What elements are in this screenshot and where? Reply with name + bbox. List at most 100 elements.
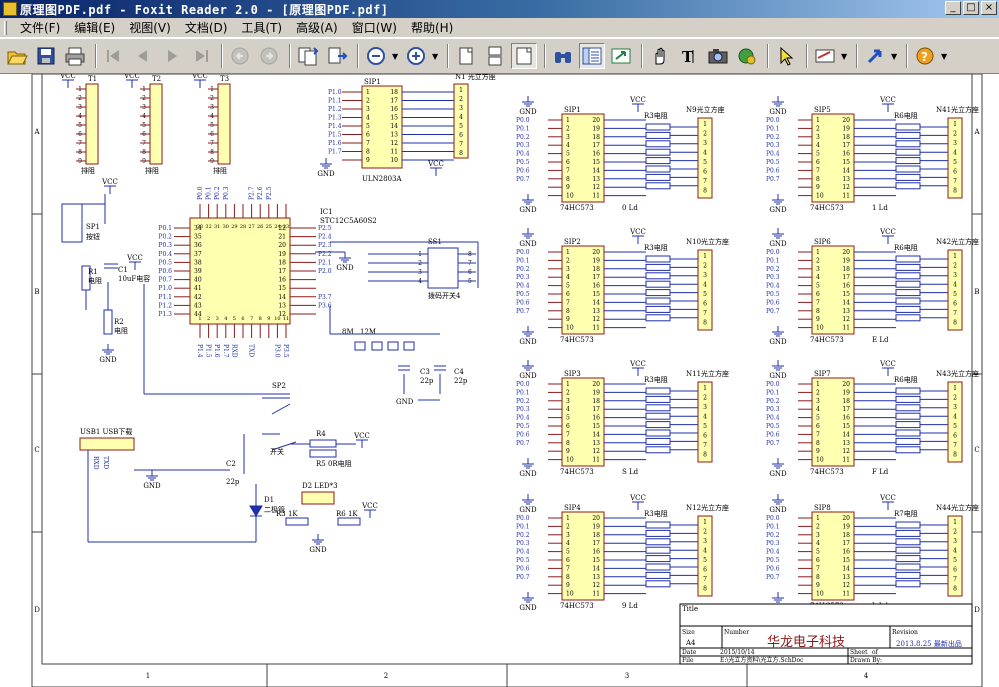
link-tool-dropdown-icon[interactable]: ▼	[891, 51, 898, 61]
net-label: P1.6	[213, 344, 220, 358]
resistor	[645, 140, 671, 148]
pin-number: 2	[816, 389, 820, 396]
back-icon[interactable]	[227, 43, 253, 69]
menu-edit[interactable]: 编辑(E)	[74, 21, 116, 35]
pin-number: 20	[278, 242, 286, 249]
window-controls: _ □ ×	[945, 1, 997, 15]
r4-name: R4	[316, 430, 326, 438]
pin-number: 13	[390, 132, 398, 139]
zoom-in-dropdown-icon[interactable]: ▼	[432, 51, 439, 61]
pin-number: 40	[194, 277, 202, 284]
sip-body	[561, 377, 605, 467]
pin-number: 6	[953, 433, 957, 440]
image-tool-icon[interactable]	[734, 43, 760, 69]
pin-number: 17	[390, 98, 398, 105]
menu-advanced[interactable]: 高级(A)	[296, 21, 338, 35]
pin-number: 8	[816, 176, 820, 183]
pin-number: 4	[816, 274, 820, 281]
forward-icon[interactable]	[256, 43, 282, 69]
net-label: P0.5	[766, 557, 780, 564]
extract-page-icon[interactable]	[324, 43, 350, 69]
svg-text:T: T	[682, 48, 694, 66]
r6-label: R6 1K	[336, 510, 358, 518]
resistor	[895, 521, 921, 529]
document-view[interactable]: 1234AABBCCDDVCCT1123456789排阻VCCT21234567…	[0, 74, 999, 687]
d2-label: D2 LED*3	[302, 482, 338, 490]
crystal-label: 8M	[342, 328, 354, 336]
select-arrow-icon[interactable]	[773, 43, 799, 69]
connector-label: N41光立方座	[936, 105, 979, 114]
sip-part: 74HC573	[560, 468, 594, 476]
menu-window[interactable]: 窗口(W)	[351, 21, 397, 35]
pin-number: 9	[566, 582, 570, 589]
close-button[interactable]: ×	[981, 1, 997, 15]
zoom-out-dropdown-icon[interactable]: ▼	[392, 51, 399, 61]
pin-number: 11	[390, 149, 398, 156]
zoom-out-icon[interactable]	[363, 43, 389, 69]
vcc-label: VCC	[629, 494, 646, 502]
binoculars-icon[interactable]	[550, 43, 576, 69]
save-icon[interactable]	[33, 43, 59, 69]
pin-number: 32	[205, 224, 211, 230]
hand-tool-icon[interactable]	[647, 43, 673, 69]
text-select-icon[interactable]: T	[676, 43, 702, 69]
fit-page-icon[interactable]	[608, 43, 634, 69]
sp2-caption: 开关	[270, 447, 284, 456]
net-label: P0.2	[766, 532, 780, 539]
menu-view[interactable]: 视图(V)	[129, 21, 171, 35]
toolbar-separator	[641, 44, 643, 68]
pin-number: 10	[566, 325, 574, 332]
connector-label: N9光立方座	[686, 105, 725, 114]
net-label: P2.4	[318, 234, 332, 241]
link-tool-icon[interactable]	[862, 43, 888, 69]
window-title: 原理图PDF.pdf - Foxit Reader 2.0 - [原理图PDF.…	[20, 2, 389, 17]
menu-help[interactable]: 帮助(H)	[410, 21, 454, 35]
net-label: P2.1	[318, 259, 332, 266]
pin-number: 17	[842, 406, 850, 413]
net-label: P0.4	[766, 415, 780, 422]
pin-number: 12	[390, 140, 398, 147]
pin-number: 1	[703, 519, 707, 526]
print-icon[interactable]	[62, 43, 88, 69]
pin-number: 19	[278, 251, 286, 258]
zoom-in-icon[interactable]	[403, 43, 429, 69]
help-dropdown-icon[interactable]: ▼	[941, 51, 948, 61]
resistor	[645, 429, 671, 437]
pin-number: 5	[459, 123, 463, 130]
c4-name: C4	[454, 368, 464, 376]
open-icon[interactable]	[4, 43, 30, 69]
prev-page-icon[interactable]	[130, 43, 156, 69]
pin-number: 10	[274, 316, 280, 322]
help-icon[interactable]: ?	[912, 43, 938, 69]
menu-document[interactable]: 文档(D)	[184, 21, 228, 35]
maximize-button[interactable]: □	[963, 1, 979, 15]
continuous-icon[interactable]	[482, 43, 508, 69]
pin-number: 1	[816, 515, 820, 522]
resistor	[645, 563, 671, 571]
minimize-button[interactable]: _	[945, 1, 961, 15]
pin-number: 6	[566, 423, 570, 430]
toolbar-separator	[906, 44, 908, 68]
form-tool-icon[interactable]	[812, 43, 838, 69]
facing-icon[interactable]	[511, 43, 537, 69]
wire	[271, 441, 297, 451]
net-label: P0.0	[197, 186, 204, 200]
net-label: P0.0	[766, 515, 780, 522]
first-page-icon[interactable]	[101, 43, 127, 69]
single-page-icon[interactable]	[453, 43, 479, 69]
copy-page-icon[interactable]	[295, 43, 321, 69]
sip-name: SIP6	[814, 238, 831, 246]
form-tool-dropdown-icon[interactable]: ▼	[841, 51, 848, 61]
pin-number: 4	[566, 274, 570, 281]
last-page-icon[interactable]	[188, 43, 214, 69]
snapshot-icon[interactable]	[705, 43, 731, 69]
net-label: P0.6	[516, 431, 530, 438]
net-label: P0.4	[516, 151, 530, 158]
menu-tools[interactable]: 工具(T)	[241, 21, 283, 35]
menu-file[interactable]: 文件(F)	[20, 21, 61, 35]
resistor	[645, 412, 671, 420]
pin-number: 9	[566, 316, 570, 323]
next-page-icon[interactable]	[159, 43, 185, 69]
bookmark-panel-icon[interactable]	[579, 43, 605, 69]
pin-number: 18	[842, 266, 850, 273]
